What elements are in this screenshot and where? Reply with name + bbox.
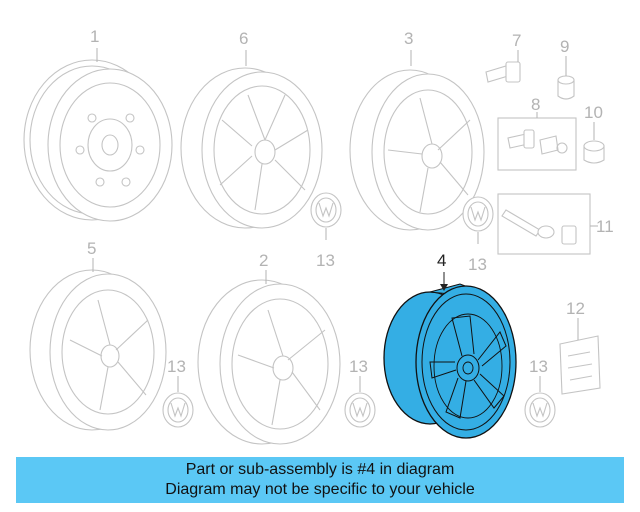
callout-13-b: 13 (468, 255, 487, 274)
center-cap-part-13-c[interactable] (162, 392, 194, 428)
callout-1: 1 (90, 27, 99, 46)
callout-7: 7 (512, 31, 521, 50)
center-cap-part-13-a[interactable] (310, 192, 342, 228)
callout-2: 2 (259, 251, 268, 270)
callout-3: 3 (404, 29, 413, 48)
lug-bolt-part-7[interactable] (485, 61, 521, 83)
callout-10: 10 (584, 103, 603, 122)
callout-12: 12 (566, 299, 585, 318)
center-cap-part-13-b[interactable] (462, 196, 494, 232)
wheel-part-3[interactable] (349, 69, 485, 231)
center-cap-part-13-d[interactable] (344, 392, 376, 428)
wheel-part-5[interactable] (29, 269, 167, 431)
callout-5: 5 (87, 239, 96, 258)
callout-13-e: 13 (529, 357, 548, 376)
callout-13-d: 13 (349, 357, 368, 376)
callout-6: 6 (239, 29, 248, 48)
wheel-part-2[interactable] (197, 279, 341, 445)
callout-4: 4 (437, 251, 446, 270)
emblem-part-12[interactable] (559, 335, 601, 395)
banner-line-1: Part or sub-assembly is #4 in diagram (185, 461, 455, 478)
center-cap-part-13-e[interactable] (524, 392, 556, 428)
valve-stem-part-11[interactable] (497, 193, 591, 255)
lock-set-part-8[interactable] (497, 117, 577, 171)
info-banner: Part or sub-assembly is #4 in diagram Di… (16, 457, 624, 503)
cap-part-10[interactable] (583, 140, 605, 164)
banner-line-2: Diagram may not be specific to your vehi… (165, 481, 475, 498)
callout-8: 8 (531, 95, 540, 114)
parts-diagram: 1 6 3 7 9 8 10 (23, 27, 614, 445)
callout-11: 11 (596, 217, 614, 236)
callout-13-a: 13 (316, 251, 335, 270)
wheel-part-4-highlighted[interactable] (383, 283, 517, 439)
lug-cap-part-9[interactable] (557, 75, 575, 100)
callout-13-c: 13 (167, 357, 186, 376)
wheel-part-6[interactable] (180, 67, 323, 229)
wheel-part-1[interactable] (23, 59, 173, 222)
callout-9: 9 (560, 37, 569, 56)
